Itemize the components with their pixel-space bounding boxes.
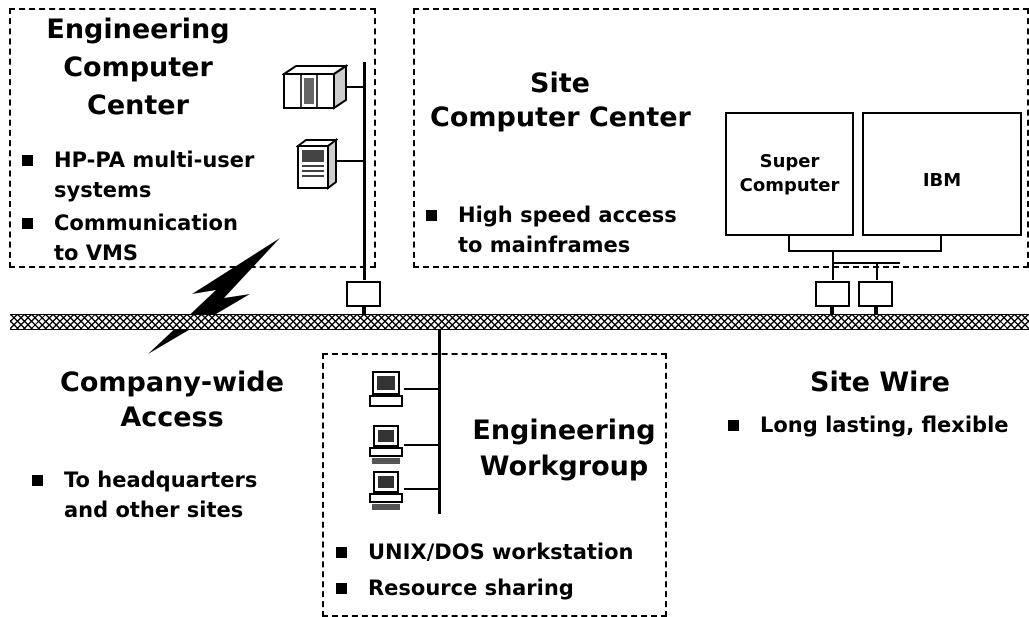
engineering-computer-center-title-1: Engineering xyxy=(46,14,230,45)
site-tap-2-drop xyxy=(874,306,878,315)
ibm-box: IBM xyxy=(862,112,1022,236)
lightning-link-icon xyxy=(148,238,280,354)
bullet-text: High speed access xyxy=(458,203,677,227)
bullet-square-icon xyxy=(426,210,437,221)
site-wire-backbone xyxy=(10,314,1029,330)
bullet-square-icon xyxy=(336,583,347,594)
super-computer-label-1: Super xyxy=(759,151,820,172)
ibm-drop xyxy=(940,236,942,252)
bullet-text: to mainframes xyxy=(458,233,631,257)
bullet-text: Communication xyxy=(54,211,238,235)
site-tap-1-drop xyxy=(830,306,834,315)
bullet-text: systems xyxy=(54,178,152,202)
engineering-computer-center-title-3: Center xyxy=(87,90,189,121)
ecc-network-tap xyxy=(346,281,381,307)
workstation-icon xyxy=(369,471,403,510)
mainframe-bus-2 xyxy=(832,262,900,264)
site-tap-2 xyxy=(858,281,893,307)
company-wide-access-title-2: Access xyxy=(120,402,224,433)
site-tap-1 xyxy=(815,281,850,307)
cabinet-server-icon xyxy=(282,64,348,110)
bullet-text: and other sites xyxy=(64,498,244,522)
bullet-square-icon xyxy=(32,475,43,486)
workstation-1-connector xyxy=(404,388,438,390)
bullet-text: To headquarters xyxy=(64,468,258,492)
workstation-2-connector xyxy=(404,444,438,446)
engineering-computer-center-box xyxy=(9,8,376,268)
bullet-text: to VMS xyxy=(54,241,139,265)
mainframe-tap-line-2 xyxy=(876,262,878,280)
workgroup-backbone-line xyxy=(438,330,441,514)
engineering-workgroup-title-2: Workgroup xyxy=(479,451,649,482)
bullet-text: Resource sharing xyxy=(368,576,574,600)
bullet-text: UNIX/DOS workstation xyxy=(368,540,634,564)
ecc-mini-connector xyxy=(335,160,363,162)
bullet-square-icon xyxy=(336,547,347,558)
ibm-label: IBM xyxy=(922,170,962,191)
ecc-backbone-line xyxy=(363,62,366,280)
workstation-3-connector xyxy=(404,488,438,490)
super-computer-label-2: Computer xyxy=(739,175,840,196)
bullet-square-icon xyxy=(22,218,33,229)
workstation-icon xyxy=(369,371,403,407)
engineering-computer-center-title-2: Computer xyxy=(63,52,213,83)
bullet-square-icon xyxy=(728,420,739,431)
site-computer-center-box xyxy=(413,8,1029,268)
workstation-icon xyxy=(369,425,403,464)
mainframe-tap-line-1 xyxy=(832,250,834,280)
ecc-cabinet-connector xyxy=(347,86,363,88)
minicomputer-icon xyxy=(296,138,338,190)
mainframe-bus xyxy=(788,250,942,252)
site-computer-center-title-2: Computer Center xyxy=(430,102,691,133)
bullet-square-icon xyxy=(22,155,33,166)
company-wide-access-title-1: Company-wide xyxy=(60,367,284,398)
site-computer-center-title-1: Site xyxy=(530,68,590,99)
super-computer-drop xyxy=(788,236,790,252)
bullet-text: HP-PA multi-user xyxy=(54,148,255,172)
site-wire-title: Site Wire xyxy=(810,367,950,398)
ecc-tap-drop xyxy=(362,306,366,315)
engineering-workgroup-title-1: Engineering xyxy=(472,415,656,446)
super-computer-box: Super Computer xyxy=(725,112,854,236)
bullet-text: Long lasting, flexible xyxy=(760,413,1009,437)
